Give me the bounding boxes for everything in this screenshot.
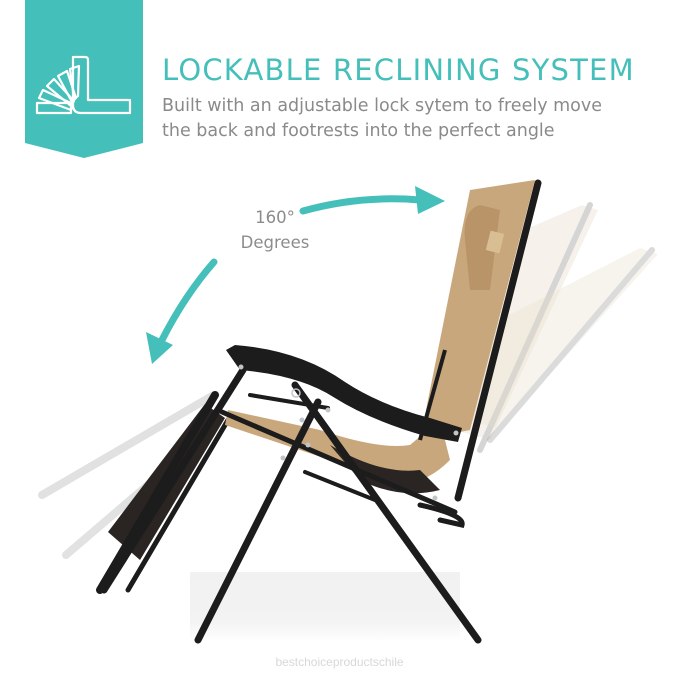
floor-shadow	[190, 572, 460, 642]
arrow-down-left-icon	[146, 258, 218, 364]
watermark: bestchoiceproductschile	[275, 655, 404, 669]
arrow-up-right-icon	[299, 186, 445, 215]
chair-frame	[100, 366, 482, 644]
feature-banner	[25, 0, 143, 158]
feature-title: LOCKABLE RECLINING SYSTEM	[162, 53, 635, 87]
ghost-backrest-2	[470, 247, 658, 443]
feature-description: Built with an adjustable lock sytem to f…	[162, 94, 602, 144]
angle-value: 160°	[255, 208, 295, 227]
feature-description-line-1: Built with an adjustable lock sytem to f…	[162, 96, 602, 116]
banner-shape	[25, 0, 143, 158]
frame-rivets	[238, 364, 459, 501]
backrest	[418, 179, 542, 502]
angle-unit-label: Degrees	[240, 233, 310, 252]
feature-description-line-2: the back and footrests into the perfect …	[162, 121, 555, 141]
armrest	[226, 345, 462, 442]
recline-angle-label: 160° Degrees	[220, 205, 330, 255]
recline-angle-icon	[35, 55, 132, 115]
